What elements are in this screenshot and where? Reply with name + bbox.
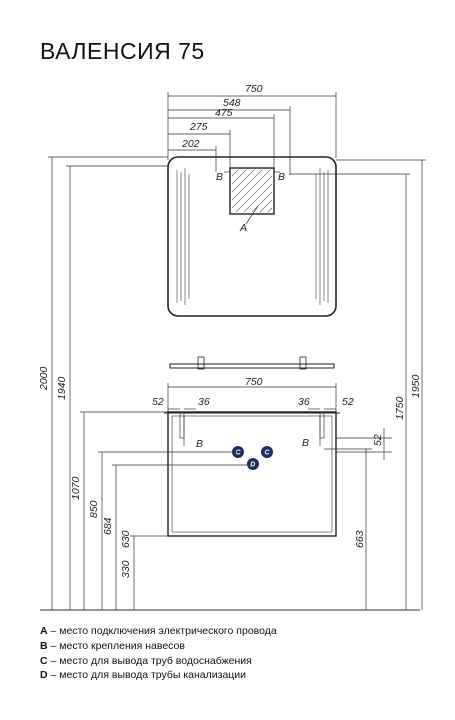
svg-text:C: C [236,450,242,457]
cabinet-dim-right-52: 52 [342,396,354,408]
mirror-marker-b-left: B [216,171,223,183]
cabinet: 750 52 36 36 52 B B C C D 52 [152,376,392,610]
mirror-dim-275: 275 [189,121,208,133]
marker-c-right [261,446,273,458]
cabinet-dim-side-52: 52 [372,434,384,446]
mirror: A B B 750 548 475 275 202 [167,83,337,317]
dim-1940: 1940 [56,376,68,400]
legend-item-d: D – место для вывода трубы канализации [40,669,247,682]
dim-1950: 1950 [410,374,422,398]
cabinet-marker-b-right: B [302,437,309,449]
mirror-dim-475: 475 [215,107,233,119]
dim-1070: 1070 [70,476,82,500]
dim-1750: 1750 [394,396,406,420]
marker-d [247,458,259,470]
svg-text:C: C [265,450,271,457]
dim-684: 684 [102,517,114,535]
mirror-marker-b-right: B [278,171,285,183]
dim-330: 330 [120,560,132,578]
legend-item-c: C – место для вывода труб водоснабжения [40,654,252,667]
svg-text:D: D [250,462,255,469]
cabinet-dim-left-52: 52 [152,396,164,408]
dim-2000: 2000 [38,366,50,391]
right-height-dimensions: 1950 1750 [290,159,426,610]
cabinet-dim-750: 750 [245,376,263,388]
legend: A – место подключения электрического про… [40,624,277,683]
cabinet-dim-left-36: 36 [198,396,210,408]
dim-630: 630 [120,530,132,548]
left-height-dimensions: 2000 1940 1070 850 684 630 330 [38,156,420,611]
mirror-dim-548: 548 [223,97,241,109]
dim-850: 850 [88,500,100,518]
marker-a-label: A [239,222,247,234]
drawing-title: ВАЛЕНСИЯ 75 [40,38,205,64]
shelf [169,356,335,370]
cabinet-dim-663: 663 [354,530,366,548]
legend-item-b: B – место крепления навесов [40,639,185,652]
cabinet-marker-b-left: B [196,438,203,450]
legend-item-a: A – место подключения электрического про… [40,625,277,637]
mirror-dim-750: 750 [245,83,263,95]
technical-drawing: A B B 750 548 475 275 202 [38,83,426,611]
mirror-dim-202: 202 [181,138,200,150]
cabinet-dim-right-36: 36 [298,396,310,408]
